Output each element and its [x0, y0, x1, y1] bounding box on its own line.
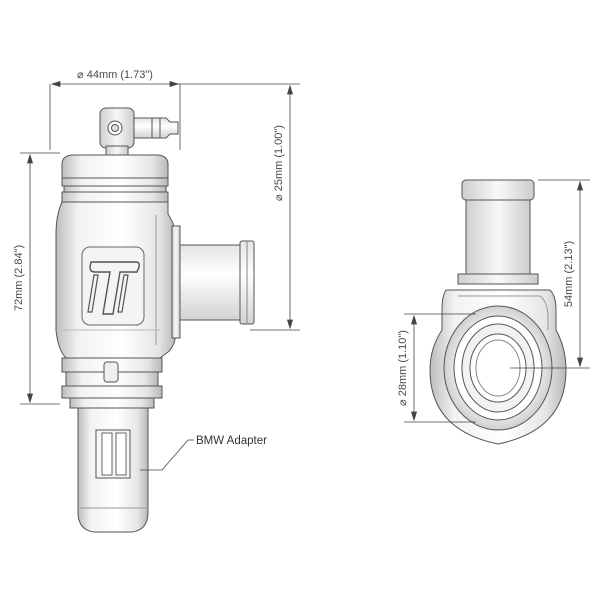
dim-top-width: ⌀ 44mm (1.73") [77, 69, 153, 81]
bmw-adapter [77, 407, 149, 533]
side-dimensions [404, 179, 590, 423]
front-view [55, 107, 255, 533]
side-pipe [457, 179, 539, 285]
dim-outlet-diameter: ⌀ 25mm (1.00") [273, 125, 285, 201]
top-cap [61, 154, 169, 203]
side-view [429, 179, 567, 445]
inlet-ring [443, 305, 553, 431]
dim-side-height: 54mm (2.13") [563, 241, 575, 307]
dim-inlet-diameter: ⌀ 28mm (1.10") [397, 330, 409, 406]
bmw-adapter-label: BMW Adapter [196, 435, 267, 447]
vacuum-port [99, 107, 179, 157]
lower-collar [61, 357, 163, 409]
dim-body-height: 72mm (2.84") [13, 245, 25, 311]
outlet-pipe [171, 225, 255, 339]
front-dimensions [20, 80, 300, 471]
brand-logo-icon [81, 246, 145, 326]
